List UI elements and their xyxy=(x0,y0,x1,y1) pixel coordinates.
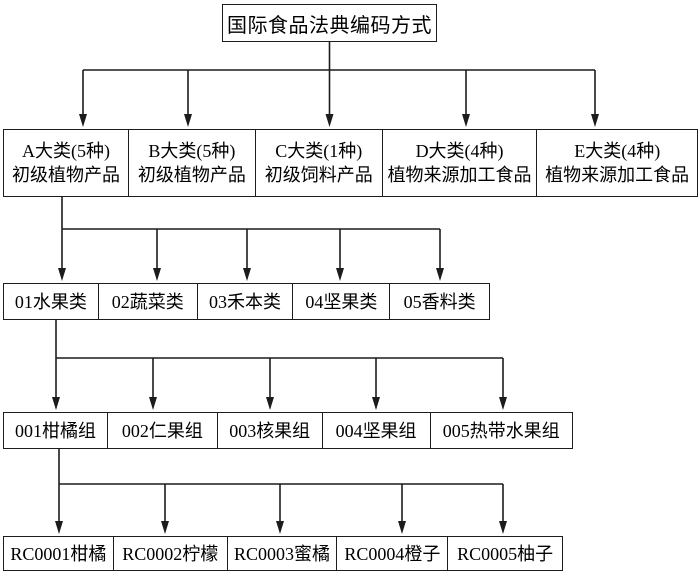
node-label: RC0005柚子 xyxy=(457,543,554,564)
node-class-01: 01水果类 xyxy=(4,284,98,319)
node-root-label: 国际食品法典编码方式 xyxy=(227,14,432,37)
node-group-004: 004坚果组 xyxy=(321,413,430,448)
node-label: RC0003蜜橘 xyxy=(234,543,331,564)
level5-row: RC0001柑橘 RC0002柠檬 RC0003蜜橘 RC0004橙子 RC00… xyxy=(3,536,563,571)
node-label: 002仁果组 xyxy=(121,420,203,441)
connector-level2-to-level3 xyxy=(58,197,444,281)
node-category-d: D大类(4种) 植物来源加工食品 xyxy=(381,130,537,196)
node-label: 01水果类 xyxy=(14,291,87,312)
node-label-line2: 初级植物产品 xyxy=(11,165,120,185)
node-group-002: 002仁果组 xyxy=(106,413,217,448)
node-label: 03禾本类 xyxy=(209,291,282,312)
node-label-line1: E大类(4种) xyxy=(574,141,661,161)
node-class-04: 04坚果类 xyxy=(292,284,389,319)
node-label: 001柑橘组 xyxy=(14,420,96,441)
node-label-line1: D大类(4种) xyxy=(415,141,504,161)
node-root: 国际食品法典编码方式 xyxy=(222,4,437,42)
level4-row: 001柑橘组 002仁果组 003核果组 004坚果组 005热带水果组 xyxy=(3,412,573,449)
node-code-rc0005: RC0005柚子 xyxy=(447,537,562,570)
node-label: 04坚果类 xyxy=(305,291,378,312)
node-label-line2: 植物来源加工食品 xyxy=(387,165,532,185)
level3-row: 01水果类 02蔬菜类 03禾本类 04坚果类 05香料类 xyxy=(3,283,490,320)
node-class-05: 05香料类 xyxy=(389,284,489,319)
node-label: RC0001柑橘 xyxy=(10,543,107,564)
node-label-line1: C大类(1种) xyxy=(275,141,363,161)
node-label-line2: 植物来源加工食品 xyxy=(545,165,690,185)
connector-level4-to-level5 xyxy=(55,449,507,534)
node-label: 05香料类 xyxy=(403,291,476,312)
level2-row: A大类(5种) 初级植物产品 B大类(5种) 初级植物产品 C大类(1种) 初级… xyxy=(3,129,698,197)
node-class-03: 03禾本类 xyxy=(196,284,293,319)
node-category-b: B大类(5种) 初级植物产品 xyxy=(127,130,255,196)
node-category-e: E大类(4种) 植物来源加工食品 xyxy=(536,130,697,196)
node-group-003: 003核果组 xyxy=(216,413,322,448)
node-label-line1: A大类(5种) xyxy=(21,141,110,161)
node-label-line1: B大类(5种) xyxy=(148,141,236,161)
node-code-rc0002: RC0002柠檬 xyxy=(112,537,227,570)
node-code-rc0003: RC0003蜜橘 xyxy=(226,537,337,570)
node-label: RC0002柠檬 xyxy=(122,543,219,564)
node-label: 004坚果组 xyxy=(335,420,417,441)
node-code-rc0001: RC0001柑橘 xyxy=(4,537,113,570)
node-label-line2: 初级植物产品 xyxy=(137,165,246,185)
node-group-001: 001柑橘组 xyxy=(4,413,107,448)
node-label-line2: 初级饲料产品 xyxy=(264,165,373,185)
node-label: 005热带水果组 xyxy=(442,420,560,441)
node-class-02: 02蔬菜类 xyxy=(97,284,197,319)
node-group-005: 005热带水果组 xyxy=(429,413,573,448)
node-label: RC0004橙子 xyxy=(344,543,441,564)
connector-level3-to-level4 xyxy=(52,320,507,410)
node-code-rc0004: RC0004橙子 xyxy=(336,537,447,570)
node-label: 003核果组 xyxy=(229,420,311,441)
connector-root-to-level2 xyxy=(79,42,599,127)
node-category-a: A大类(5种) 初级植物产品 xyxy=(4,130,128,196)
node-label: 02蔬菜类 xyxy=(111,291,184,312)
node-category-c: C大类(1种) 初级饲料产品 xyxy=(254,130,382,196)
